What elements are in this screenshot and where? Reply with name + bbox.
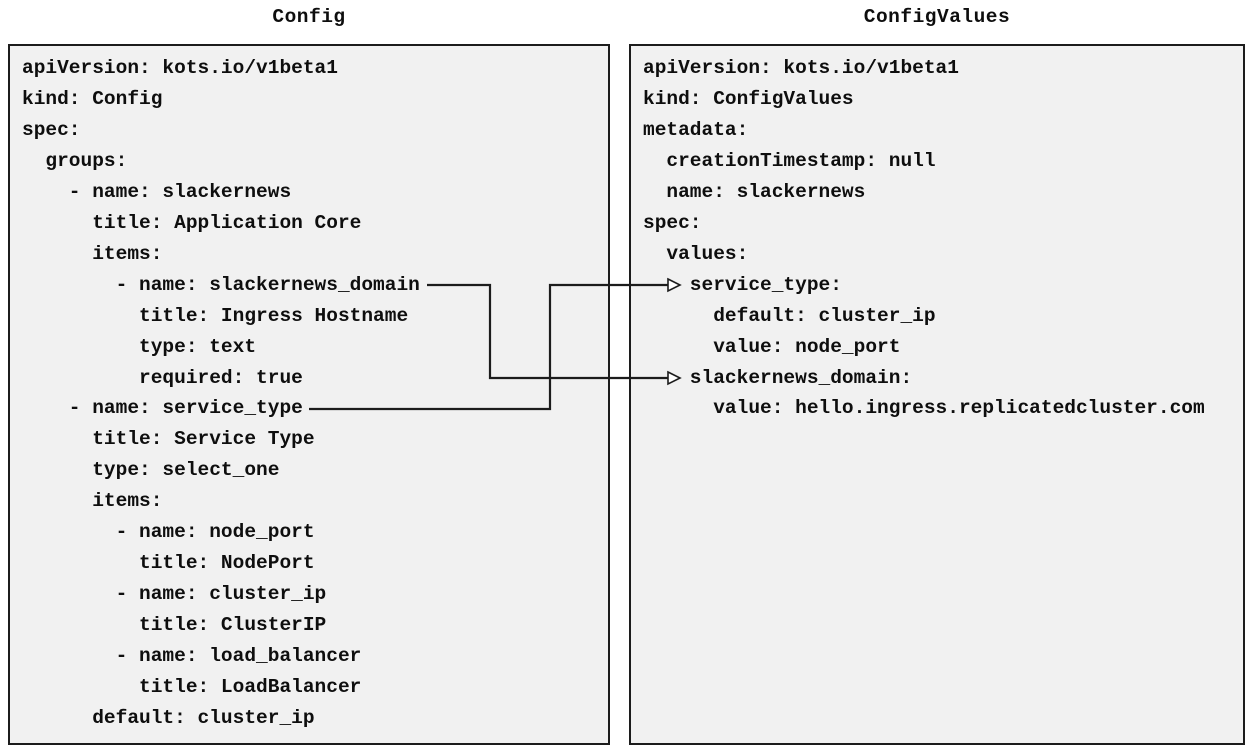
config-yaml-line: required: true — [22, 366, 303, 389]
config-yaml-code: apiVersion: kots.io/v1beta1 kind: Config s… — [10, 46, 608, 734]
configvalues-yaml-line: service_type: — [643, 273, 842, 296]
config-yaml-line: - name: slackernews_domain — [22, 273, 420, 296]
config-yaml-line: - name: service_type — [22, 397, 303, 420]
config-yaml-line: spec: — [22, 118, 81, 141]
config-yaml-line: title: NodePort — [22, 552, 315, 575]
configvalues-yaml-line: creationTimestamp: null — [643, 149, 936, 172]
configvalues-yaml-line: spec: — [643, 211, 702, 234]
configvalues-yaml-line: kind: ConfigValues — [643, 87, 854, 110]
config-yaml-line: title: Ingress Hostname — [22, 304, 409, 327]
configvalues-yaml-line: apiVersion: kots.io/v1beta1 — [643, 57, 959, 79]
config-yaml-line: default: cluster_ip — [22, 707, 315, 730]
config-yaml-line: - name: cluster_ip — [22, 583, 327, 606]
configvalues-yaml-line: metadata: — [643, 118, 749, 141]
config-panel-title: Config — [272, 6, 346, 28]
config-panel: apiVersion: kots.io/v1beta1 kind: Config s… — [8, 44, 610, 745]
config-yaml-line: - name: slackernews — [22, 180, 292, 203]
configvalues-yaml-line: values: — [643, 242, 749, 265]
config-yaml-line: items: — [22, 490, 163, 513]
config-yaml-line: title: Service Type — [22, 428, 315, 451]
configvalues-yaml-line: slackernews_domain: — [643, 366, 913, 389]
config-yaml-line: - name: node_port — [22, 521, 315, 544]
config-yaml-line: apiVersion: kots.io/v1beta1 — [22, 57, 338, 79]
configvalues-panel-title: ConfigValues — [863, 6, 1011, 28]
config-yaml-line: title: LoadBalancer — [22, 676, 362, 699]
config-yaml-line: type: select_one — [22, 459, 280, 482]
configvalues-yaml-line: value: hello.ingress.replicatedcluster.c… — [643, 397, 1205, 420]
config-yaml-line: items: — [22, 242, 163, 265]
configvalues-yaml-code: apiVersion: kots.io/v1beta1 kind: ConfigV… — [631, 46, 1243, 424]
config-yaml-line: groups: — [22, 149, 128, 172]
config-yaml-line: type: text — [22, 335, 257, 358]
configvalues-panel: apiVersion: kots.io/v1beta1 kind: ConfigV… — [629, 44, 1245, 745]
config-yaml-line: kind: Config — [22, 87, 163, 110]
configvalues-yaml-line: default: cluster_ip — [643, 304, 936, 327]
config-yaml-line: - name: load_balancer — [22, 645, 362, 668]
config-yaml-line: title: ClusterIP — [22, 614, 327, 637]
configvalues-yaml-line: value: node_port — [643, 335, 901, 358]
config-yaml-line: title: Application Core — [22, 211, 362, 234]
configvalues-yaml-line: name: slackernews — [643, 180, 866, 203]
